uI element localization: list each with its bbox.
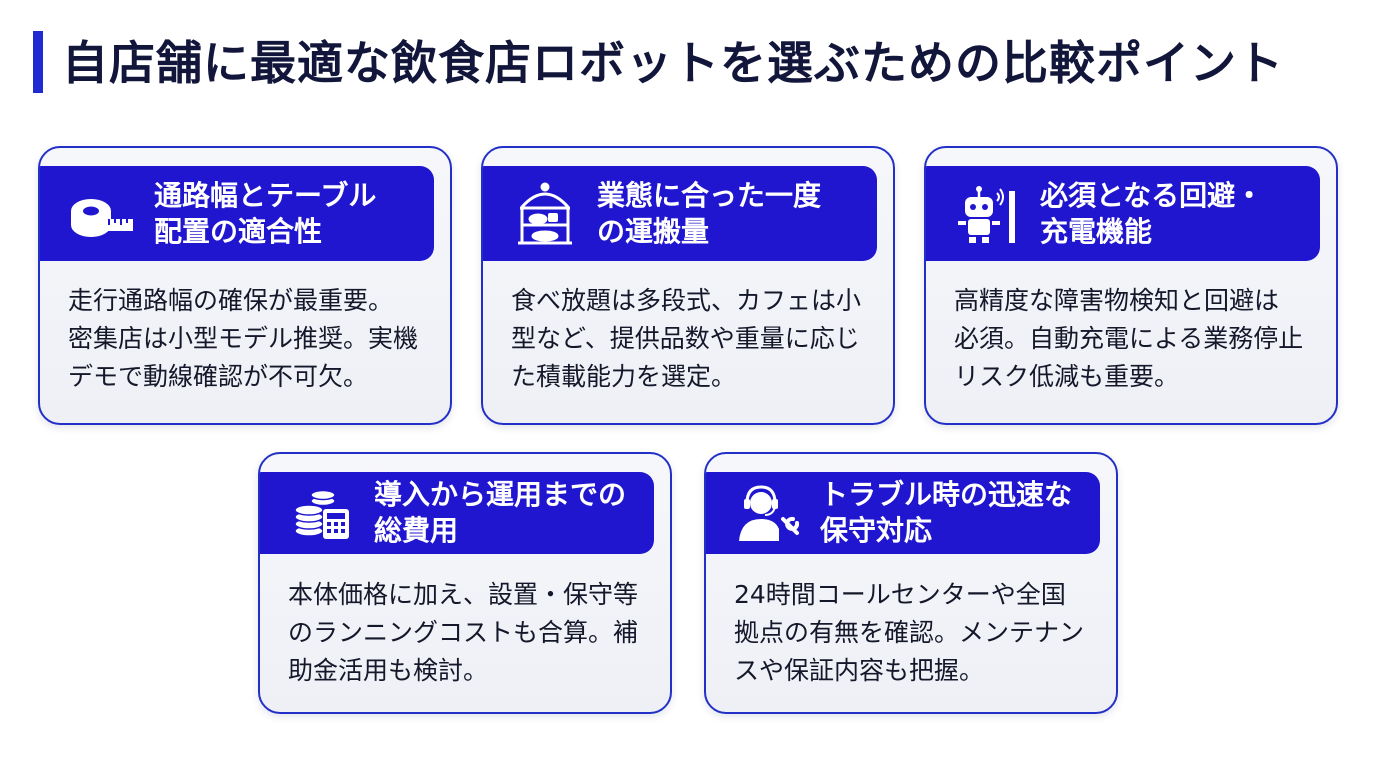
card-maintenance-support: トラブル時の迅速な 保守対応 24時間コールセンターや全国 拠点の有無を確認。メ… bbox=[704, 452, 1118, 714]
card-title: 導入から運用までの 総費用 bbox=[374, 478, 627, 547]
card-body: 24時間コールセンターや全国 拠点の有無を確認。メンテナン スや保証内容も把握。 bbox=[734, 580, 1085, 685]
card-body: 高精度な障害物検知と回避は 必須。自動充電による業務停止 リスク低減も重要。 bbox=[954, 286, 1304, 391]
card-header: トラブル時の迅速な 保守対応 bbox=[706, 472, 1100, 554]
card-header: 必須となる回避・ 充電機能 bbox=[926, 166, 1320, 261]
robot-sensor-icon bbox=[948, 174, 1028, 254]
support-headset-icon bbox=[728, 474, 808, 554]
card-body: 本体価格に加え、設置・保守等 のランニングコストも合算。補 助金活用も検討。 bbox=[288, 580, 639, 685]
card-carry-capacity: 業態に合った一度 の運搬量 食べ放題は多段式、カフェは小 型など、提供品数や重量… bbox=[481, 146, 895, 425]
card-title: 業態に合った一度 の運搬量 bbox=[597, 179, 822, 248]
card-body: 走行通路幅の確保が最重要。 密集店は小型モデル推奨。実機 デモで動線確認が不可欠… bbox=[68, 286, 419, 391]
title-accent-bar bbox=[33, 31, 43, 93]
card-avoidance-charging: 必須となる回避・ 充電機能 高精度な障害物検知と回避は 必須。自動充電による業務… bbox=[924, 146, 1338, 425]
card-total-cost: 導入から運用までの 総費用 本体価格に加え、設置・保守等 のランニングコストも合… bbox=[258, 452, 672, 714]
card-header: 業態に合った一度 の運搬量 bbox=[483, 166, 877, 261]
card-title: 通路幅とテーブル 配置の適合性 bbox=[154, 179, 377, 248]
card-title: 必須となる回避・ 充電機能 bbox=[1040, 179, 1264, 248]
card-title: トラブル時の迅速な 保守対応 bbox=[820, 478, 1073, 547]
card-aisle-width: 通路幅とテーブル 配置の適合性 走行通路幅の確保が最重要。 密集店は小型モデル推… bbox=[38, 146, 452, 425]
serving-cart-icon bbox=[505, 174, 585, 254]
tape-measure-icon bbox=[62, 174, 142, 254]
coins-calculator-icon bbox=[282, 474, 362, 554]
card-header: 通路幅とテーブル 配置の適合性 bbox=[40, 166, 434, 261]
page-title: 自店舗に最適な飲食店ロボットを選ぶための比較ポイント bbox=[62, 36, 1284, 90]
card-header: 導入から運用までの 総費用 bbox=[260, 472, 654, 554]
card-body: 食べ放題は多段式、カフェは小 型など、提供品数や重量に応じ た積載能力を選定。 bbox=[511, 286, 862, 391]
